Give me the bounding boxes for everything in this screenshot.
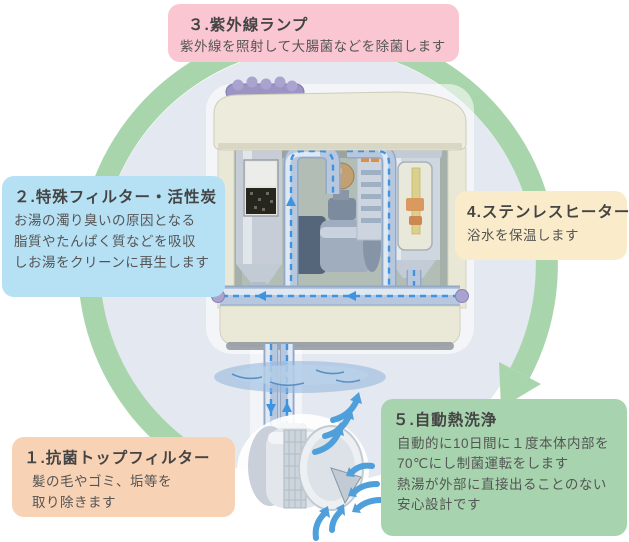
callout-title: 4.ステンレスヒーター — [467, 204, 629, 221]
callout-top-filter: １.抗菌トップフィルター 髪の毛やゴミ、垢等を 取り除きます — [12, 437, 235, 517]
callout-text-line: 安心設計です — [397, 496, 481, 512]
callout-text-line: 70℃にし制菌運転をします — [397, 456, 569, 472]
callout-text-line: 髪の毛やゴミ、垢等を — [32, 474, 172, 489]
device-base — [219, 305, 461, 350]
water-flow-arrows — [312, 392, 384, 541]
callout-title: ３.紫外線ランプ — [188, 17, 309, 34]
special-filter-cylinder — [236, 150, 282, 294]
callout-text-line: 熱湯が外部に直接出ることのない — [397, 476, 607, 492]
callout-text-line: 紫外線を照射して大腸菌などを除菌します — [180, 39, 446, 54]
callout-title: ２.特殊フィルター・活性炭 — [14, 189, 217, 206]
callout-uv-lamp: ３.紫外線ランプ 紫外線を照射して大腸菌などを除菌します — [168, 4, 459, 62]
callout-text-line: 自動的に10日間に１度本体内部を — [397, 436, 610, 451]
bath-water-surface — [214, 361, 386, 393]
callout-stainless-heater: 4.ステンレスヒーター 浴水を保温します — [455, 191, 629, 260]
control-panel — [356, 145, 386, 241]
cycle-arrowhead-icon — [499, 362, 541, 408]
callout-text-line: 脂質やたんぱく質などを吸収 — [14, 233, 196, 249]
callout-special-filter: ２.特殊フィルター・活性炭 お湯の濁り臭いの原因となる 脂質やたんぱく質などを吸… — [2, 176, 225, 297]
callout-title: ５.自動熱洗浄 — [393, 412, 498, 429]
purifier-device — [211, 76, 469, 350]
manifold-pipe — [211, 285, 469, 307]
callout-text-line: お湯の濁り臭いの原因となる — [14, 213, 196, 228]
callout-title: １.抗菌トップフィルター — [24, 450, 211, 467]
callout-text-line: しお湯をクリーンに再生します — [14, 254, 210, 270]
callout-text-line: 浴水を保温します — [467, 228, 579, 243]
callout-auto-heat-cleaning: ５.自動熱洗浄 自動的に10日間に１度本体内部を 70℃にし制菌運転をします 熱… — [381, 399, 627, 536]
callout-text-line: 取り除きます — [32, 494, 116, 510]
device-lid — [213, 76, 467, 151]
